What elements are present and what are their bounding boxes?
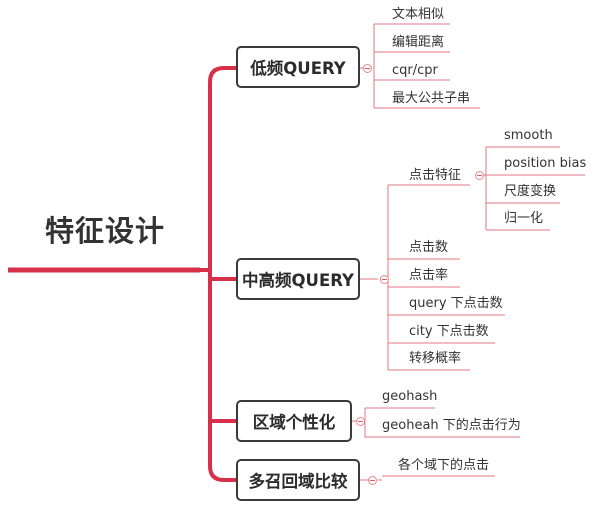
leaf-city-clicks: city 下点击数	[409, 324, 489, 339]
collapse-button-mid-high-freq[interactable]	[380, 275, 389, 284]
leaf-text-similarity: 文本相似	[392, 7, 445, 22]
topic-mid-high-freq-query[interactable]: 中高频QUERY	[236, 258, 360, 300]
leaf-geoheah-click-behavior: geoheah 下的点击行为	[382, 418, 521, 433]
leaf-edit-distance: 编辑距离	[392, 35, 445, 50]
leaf-click-rate: 点击率	[409, 268, 449, 283]
leaf-transition-prob: 转移概率	[409, 351, 462, 366]
leaf-smooth: smooth	[504, 128, 553, 143]
collapse-button-click-feature[interactable]	[475, 171, 484, 180]
topic-regional-personalization[interactable]: 区域个性化	[236, 400, 352, 442]
leaf-per-domain-clicks: 各个域下的点击	[398, 458, 490, 473]
collapse-button-low-freq[interactable]	[363, 64, 372, 73]
leaf-normalization: 归一化	[504, 211, 544, 226]
topic-low-freq-query[interactable]: 低频QUERY	[236, 46, 360, 88]
trunk-line	[200, 66, 236, 482]
leaf-geohash: geohash	[382, 389, 438, 404]
root-title: 特征设计	[44, 214, 165, 248]
leaf-longest-common-substring: 最大公共子串	[392, 91, 471, 106]
branch4-connector	[360, 475, 495, 481]
leaf-position-bias: position bias	[504, 156, 587, 171]
topic-multi-recall-comparison[interactable]: 多召回域比较	[236, 459, 360, 501]
leaf-scale-transform: 尺度变换	[504, 184, 557, 199]
leaf-cqr-cpr: cqr/cpr	[392, 63, 438, 78]
leaf-query-clicks: query 下点击数	[409, 296, 503, 311]
leaf-click-count: 点击数	[409, 240, 449, 255]
collapse-button-multi-recall[interactable]	[368, 476, 377, 485]
leaf-click-feature: 点击特征	[409, 168, 462, 183]
collapse-button-regional[interactable]	[356, 417, 365, 426]
